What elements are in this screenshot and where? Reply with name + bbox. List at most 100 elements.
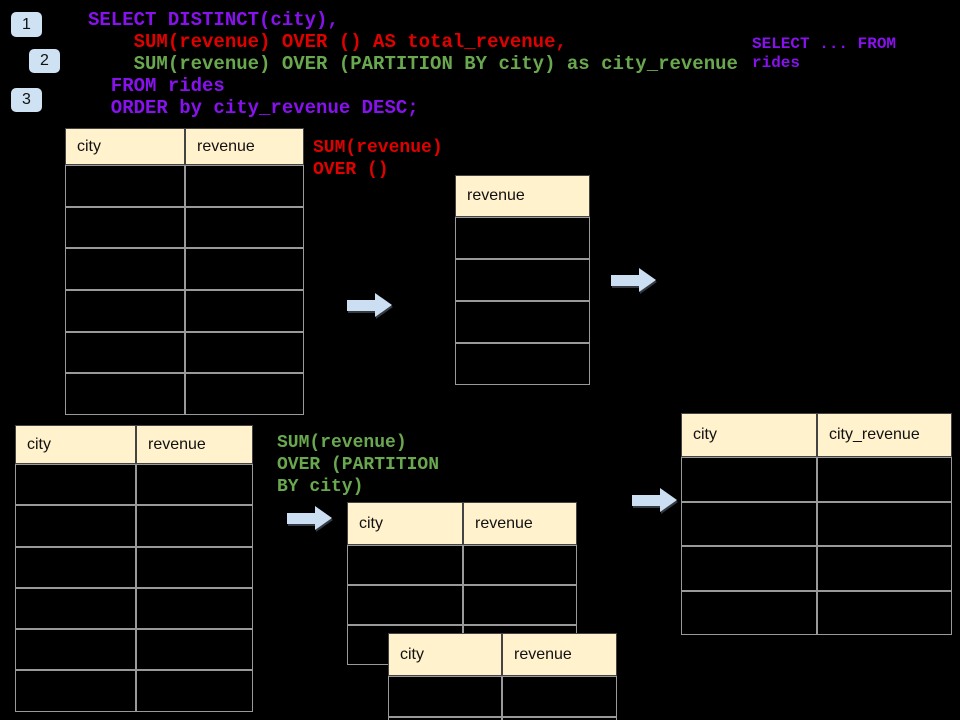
empty-cell — [185, 248, 304, 291]
table-total-revenue-result: revenue — [455, 175, 590, 385]
empty-cell — [463, 585, 577, 625]
step-badge-3: 3 — [11, 88, 42, 112]
arrow-head — [375, 293, 392, 317]
empty-cell — [15, 505, 136, 547]
empty-cell — [65, 331, 185, 374]
empty-cell — [15, 546, 136, 588]
column-header-city: city — [15, 425, 136, 464]
arrow-head — [639, 268, 656, 292]
empty-cell — [185, 373, 304, 416]
right-arrow-icon — [632, 488, 677, 512]
empty-cell — [65, 373, 185, 416]
sql-code-block: SELECT DISTINCT(city), SUM(revenue) OVER… — [88, 9, 738, 119]
total-revenue-annotation: SUM(revenue)OVER () — [313, 137, 443, 181]
empty-cell — [65, 290, 185, 332]
empty-cell — [15, 587, 136, 630]
empty-cell — [455, 343, 590, 385]
column-header-revenue: revenue — [455, 175, 590, 217]
empty-cell — [347, 585, 463, 625]
right-arrow-icon — [347, 293, 392, 317]
table-header-row: revenue — [455, 175, 590, 217]
table-row — [65, 373, 304, 416]
table-row — [65, 290, 304, 332]
empty-cell — [136, 670, 253, 712]
empty-cell — [455, 301, 590, 343]
arrow-head — [660, 488, 677, 512]
empty-cell — [136, 546, 253, 588]
empty-cell — [681, 457, 817, 502]
side-note-line: SELECT ... FROM — [752, 35, 897, 53]
column-header-revenue: revenue — [136, 425, 253, 464]
empty-cell — [185, 206, 304, 249]
table-row — [65, 331, 304, 374]
step-badge-2-label: 2 — [40, 52, 49, 69]
empty-cell — [681, 546, 817, 591]
table-row — [455, 259, 590, 301]
table-row — [15, 546, 253, 588]
total-revenue-annotation-line: OVER () — [313, 160, 389, 180]
empty-cell — [65, 206, 185, 249]
table-row — [455, 217, 590, 259]
arrow-head — [315, 506, 332, 530]
step-badge-2: 2 — [29, 49, 60, 73]
empty-cell — [502, 717, 617, 720]
table-row — [347, 585, 577, 625]
table-row — [681, 457, 952, 502]
empty-cell — [388, 717, 502, 720]
empty-cell — [455, 259, 590, 301]
empty-cell — [463, 545, 577, 585]
table-row — [65, 206, 304, 249]
right-arrow-icon — [611, 268, 656, 292]
empty-cell — [15, 464, 136, 506]
table-row — [388, 717, 617, 720]
sql-code-line: SUM(revenue) OVER () AS total_revenue, — [88, 31, 567, 53]
table-row — [347, 545, 577, 585]
empty-cell — [185, 165, 304, 207]
empty-cell — [817, 590, 952, 635]
partition-annotation-line: OVER (PARTITION — [277, 455, 440, 475]
empty-cell — [185, 331, 304, 374]
empty-cell — [136, 505, 253, 547]
partition-annotation-line: SUM(revenue) — [277, 433, 407, 453]
empty-cell — [347, 545, 463, 585]
table-row — [681, 590, 952, 635]
total-revenue-annotation-line: SUM(revenue) — [313, 138, 443, 158]
partition-annotation-line: BY city) — [277, 477, 364, 497]
column-header-city: city — [388, 633, 502, 676]
arrow-shaft — [347, 299, 375, 311]
arrow-shaft — [611, 274, 639, 286]
table-row — [65, 165, 304, 207]
table-row — [15, 464, 253, 506]
column-header-city: city — [65, 128, 185, 165]
table-row — [455, 301, 590, 343]
table-row — [15, 505, 253, 547]
column-header-revenue: revenue — [463, 502, 577, 545]
table-row — [15, 670, 253, 712]
column-header-city: city — [347, 502, 463, 545]
table-row — [15, 587, 253, 630]
table-row — [681, 546, 952, 591]
empty-cell — [817, 501, 952, 546]
side-note-line: rides — [752, 54, 801, 72]
column-header-revenue: revenue — [185, 128, 304, 165]
empty-cell — [388, 676, 502, 717]
step-badge-1-label: 1 — [22, 15, 31, 33]
table-row — [388, 676, 617, 717]
step-badge-3-label: 3 — [22, 91, 31, 108]
empty-cell — [185, 290, 304, 332]
table-row — [455, 343, 590, 385]
arrow-shaft — [632, 494, 660, 506]
empty-cell — [817, 457, 952, 502]
table-row — [681, 501, 952, 546]
empty-cell — [15, 629, 136, 671]
